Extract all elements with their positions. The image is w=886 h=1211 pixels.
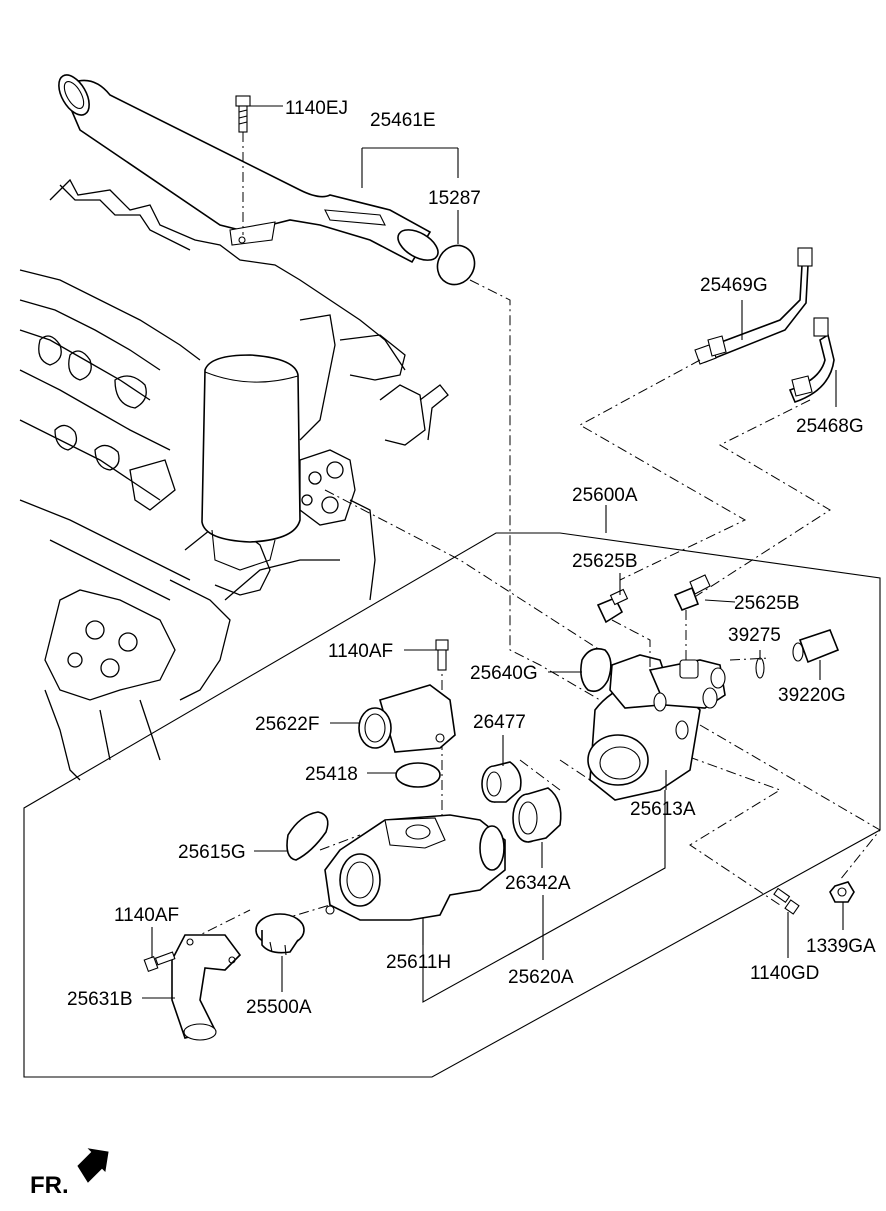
label-25500A: 25500A: [246, 997, 312, 1018]
label-26477: 26477: [473, 712, 526, 733]
label-25622F: 25622F: [255, 714, 319, 735]
label-25418: 25418: [305, 764, 358, 785]
gasket-25615G: [286, 811, 329, 861]
housing-25611H: [324, 814, 506, 921]
bolt-1140EJ: [235, 95, 251, 235]
label-25468G: 25468G: [796, 416, 864, 437]
label-25640G: 25640G: [470, 663, 538, 684]
hose-25469G: [694, 247, 813, 365]
label-1140EJ: 1140EJ: [285, 98, 348, 119]
front-label: FR.: [30, 1172, 69, 1199]
thermostat-25500A: [255, 913, 305, 956]
o-ring-25418: [395, 762, 441, 788]
seal-26477: [481, 761, 522, 803]
label-25615G: 25615G: [178, 842, 246, 863]
front-direction-indicator: FR.: [30, 1148, 109, 1199]
seal-26342A: [512, 787, 562, 843]
label-39220G: 39220G: [778, 685, 846, 706]
label-25600A: 25600A: [572, 485, 638, 506]
label-25620A: 25620A: [508, 967, 574, 988]
label-1140GD: 1140GD: [750, 963, 819, 984]
label-25625B-left: 25625B: [572, 551, 638, 572]
sensor-39220G: [755, 629, 840, 679]
nut-1339GA: [829, 881, 855, 903]
label-15287: 15287: [428, 188, 481, 209]
sensor-25625B-right: [673, 574, 711, 660]
gasket-25640G: [580, 647, 612, 693]
arrow-down-left-icon: [77, 1148, 109, 1183]
label-25625B-right: 25625B: [734, 593, 800, 614]
bolt-1140GD: [773, 887, 800, 915]
bolt-1140AF-upper: [435, 639, 449, 671]
thermostat-housing-25613A: [587, 654, 726, 801]
label-25469G: 25469G: [700, 275, 768, 296]
leader-lines: [142, 105, 844, 1003]
hose-25468G: [788, 317, 835, 404]
engine-block: [19, 178, 449, 781]
label-26342A: 26342A: [505, 873, 571, 894]
outlet-25622F: [358, 684, 456, 753]
label-1140AF-upper: 1140AF: [328, 641, 393, 662]
label-39275: 39275: [728, 625, 781, 646]
part-labels: 1140EJ 25461E 15287 25469G 25468G 25600A…: [67, 98, 876, 1018]
sensor-25625B-left: [596, 588, 651, 670]
label-25461E: 25461E: [370, 110, 436, 131]
o-ring-15287: [436, 244, 476, 286]
label-25613A: 25613A: [630, 799, 696, 820]
label-25631B: 25631B: [67, 989, 133, 1010]
bolt-1140AF-lower: [143, 951, 176, 973]
assembly-boundary: [23, 532, 881, 1078]
label-1140AF-lower: 1140AF: [114, 905, 179, 926]
inlet-25631B: [171, 934, 242, 1041]
label-1339GA: 1339GA: [806, 936, 876, 957]
water-pipe-25461E: [58, 74, 439, 264]
label-25611H: 25611H: [386, 952, 451, 973]
